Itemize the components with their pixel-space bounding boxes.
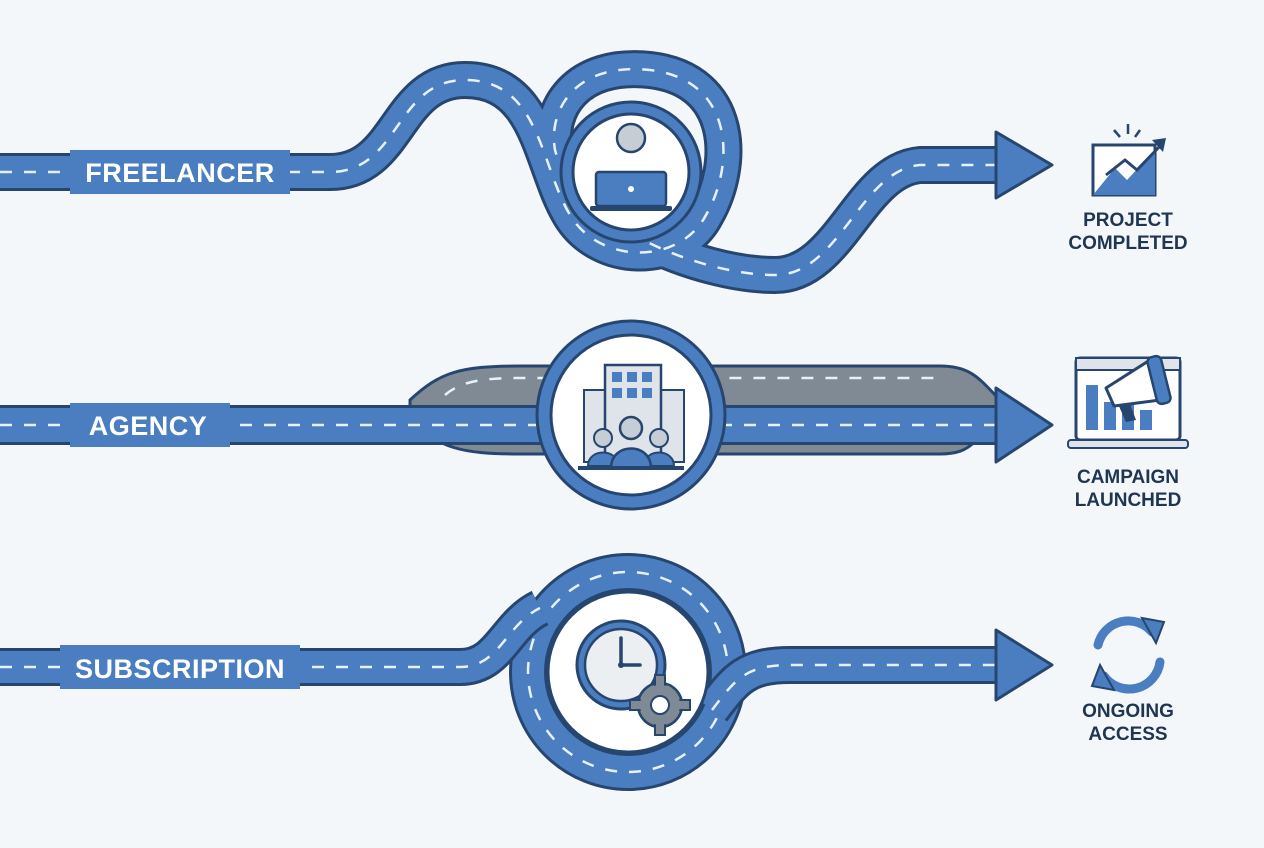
chart-growth-icon: [1091, 124, 1166, 197]
agency-center-badge: [535, 319, 727, 511]
freelancer-label: FREELANCER: [85, 158, 275, 188]
freelancer-road: [0, 50, 1054, 294]
outcome-line-2: ACCESS: [1088, 724, 1167, 745]
agency-arrowhead: [994, 386, 1054, 464]
subscription-center-badge: [546, 590, 710, 754]
outcome-line-1: ONGOING: [1082, 701, 1174, 722]
agency-label-backing: [70, 403, 230, 447]
subscription-arrowhead: [994, 628, 1054, 702]
agency-team-building-icon: [578, 363, 685, 470]
outcome-line-2: LAUNCHED: [1075, 490, 1182, 511]
freelancer-row: FREELANCER PROJEC: [0, 50, 1188, 294]
agency-row: AGENCY: [0, 319, 1189, 511]
freelancer-arrowhead: [994, 130, 1054, 200]
subscription-label-backing: [60, 645, 300, 689]
ongoing-access-outcome: ONGOING ACCESS: [1082, 616, 1174, 745]
freelancer-laptop-icon: [590, 122, 672, 211]
megaphone-dashboard-icon: [1067, 354, 1189, 449]
subscription-label: SUBSCRIPTION: [75, 654, 285, 684]
freelancer-label-backing: [70, 150, 290, 194]
subscription-road: [0, 553, 1054, 791]
freelancer-center-badge: [559, 100, 703, 244]
project-completed-outcome: PROJECT COMPLETED: [1068, 124, 1188, 254]
campaign-launched-outcome: CAMPAIGN LAUNCHED: [1067, 354, 1189, 511]
outcome-line-2: COMPLETED: [1068, 233, 1187, 254]
refresh-cycle-icon: [1090, 616, 1166, 694]
outcome-line-1: CAMPAIGN: [1077, 467, 1179, 488]
clock-gear-icon: [575, 619, 691, 736]
agency-label: AGENCY: [89, 411, 208, 441]
subscription-row: SUBSCRIPTION: [0, 553, 1174, 791]
outcome-line-1: PROJECT: [1083, 210, 1173, 231]
